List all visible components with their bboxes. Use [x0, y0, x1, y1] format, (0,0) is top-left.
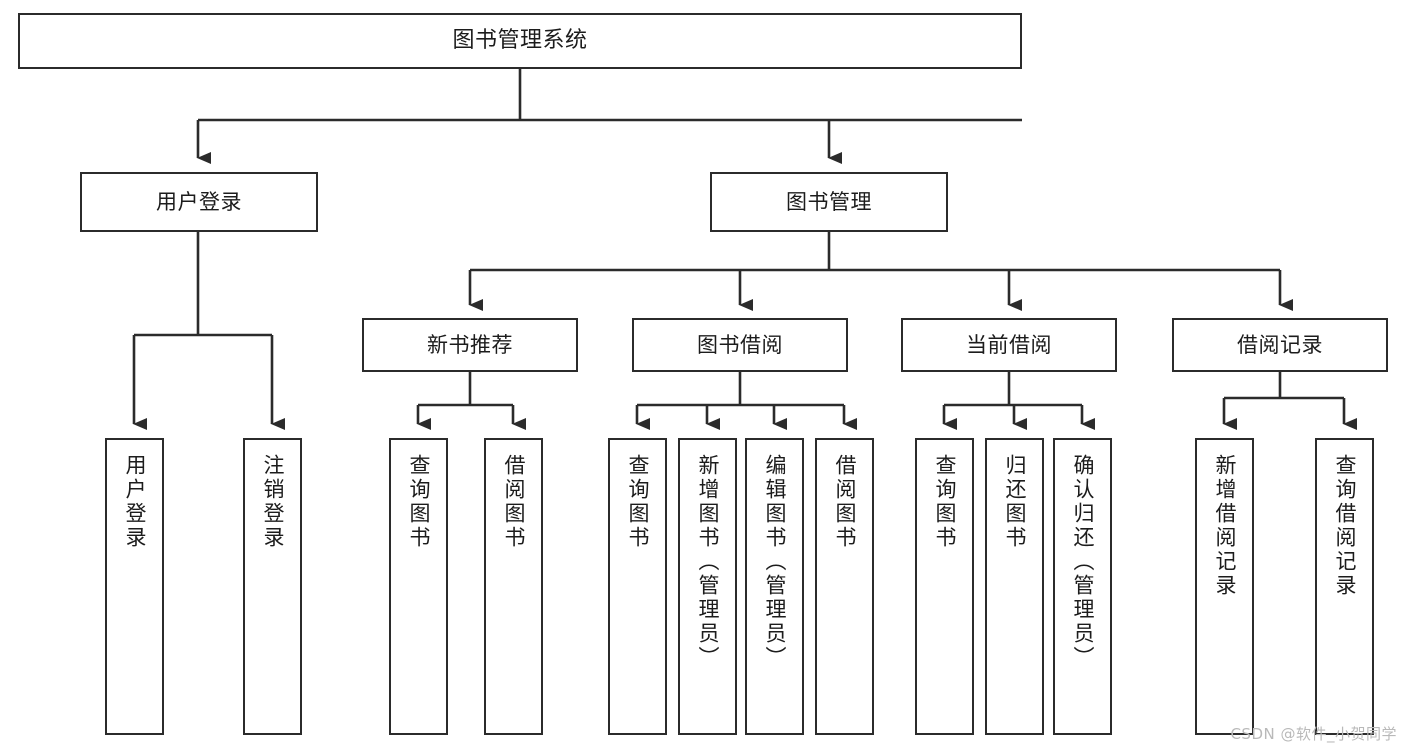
node-leaf-return-book[interactable]: 归还图书	[985, 438, 1044, 735]
node-borrow-record-label: 借阅记录	[1237, 332, 1323, 357]
node-leaf-borrow-book-1[interactable]: 借阅图书	[484, 438, 543, 735]
node-leaf-borrow-book-1-label: 借阅图书	[502, 454, 526, 550]
node-book-manage[interactable]: 图书管理	[710, 172, 948, 232]
node-leaf-add-book[interactable]: 新增图书（管理员）	[678, 438, 737, 735]
node-user-login[interactable]: 用户登录	[80, 172, 318, 232]
node-leaf-logout[interactable]: 注销登录	[243, 438, 302, 735]
node-leaf-query-book-1[interactable]: 查询图书	[389, 438, 448, 735]
node-book-borrow[interactable]: 图书借阅	[632, 318, 848, 372]
node-leaf-add-book-label: 新增图书（管理员）	[696, 454, 720, 670]
node-leaf-add-record[interactable]: 新增借阅记录	[1195, 438, 1254, 735]
node-leaf-query-book-1-label: 查询图书	[407, 454, 431, 550]
node-leaf-query-book-3-label: 查询图书	[933, 454, 957, 550]
node-leaf-query-record[interactable]: 查询借阅记录	[1315, 438, 1374, 735]
node-leaf-add-record-label: 新增借阅记录	[1213, 454, 1237, 598]
node-root[interactable]: 图书管理系统	[18, 13, 1022, 69]
node-current-borrow[interactable]: 当前借阅	[901, 318, 1117, 372]
node-new-book-recommend-label: 新书推荐	[427, 332, 513, 357]
node-book-manage-label: 图书管理	[786, 189, 872, 214]
node-borrow-record[interactable]: 借阅记录	[1172, 318, 1388, 372]
node-root-label: 图书管理系统	[452, 28, 588, 54]
node-leaf-confirm-return[interactable]: 确认归还（管理员）	[1053, 438, 1112, 735]
node-leaf-return-book-label: 归还图书	[1003, 454, 1027, 550]
node-leaf-query-book-2[interactable]: 查询图书	[608, 438, 667, 735]
node-leaf-query-book-3[interactable]: 查询图书	[915, 438, 974, 735]
node-book-borrow-label: 图书借阅	[697, 332, 783, 357]
node-leaf-query-record-label: 查询借阅记录	[1333, 454, 1357, 598]
node-leaf-query-book-2-label: 查询图书	[626, 454, 650, 550]
node-leaf-borrow-book-2[interactable]: 借阅图书	[815, 438, 874, 735]
node-leaf-logout-label: 注销登录	[261, 454, 285, 550]
node-leaf-edit-book-label: 编辑图书（管理员）	[763, 454, 787, 670]
node-new-book-recommend[interactable]: 新书推荐	[362, 318, 578, 372]
node-leaf-user-login-label: 用户登录	[123, 454, 147, 550]
node-current-borrow-label: 当前借阅	[966, 332, 1052, 357]
node-leaf-borrow-book-2-label: 借阅图书	[833, 454, 857, 550]
node-user-login-label: 用户登录	[156, 189, 242, 214]
node-leaf-user-login[interactable]: 用户登录	[105, 438, 164, 735]
node-leaf-confirm-return-label: 确认归还（管理员）	[1071, 454, 1095, 670]
node-leaf-edit-book[interactable]: 编辑图书（管理员）	[745, 438, 804, 735]
